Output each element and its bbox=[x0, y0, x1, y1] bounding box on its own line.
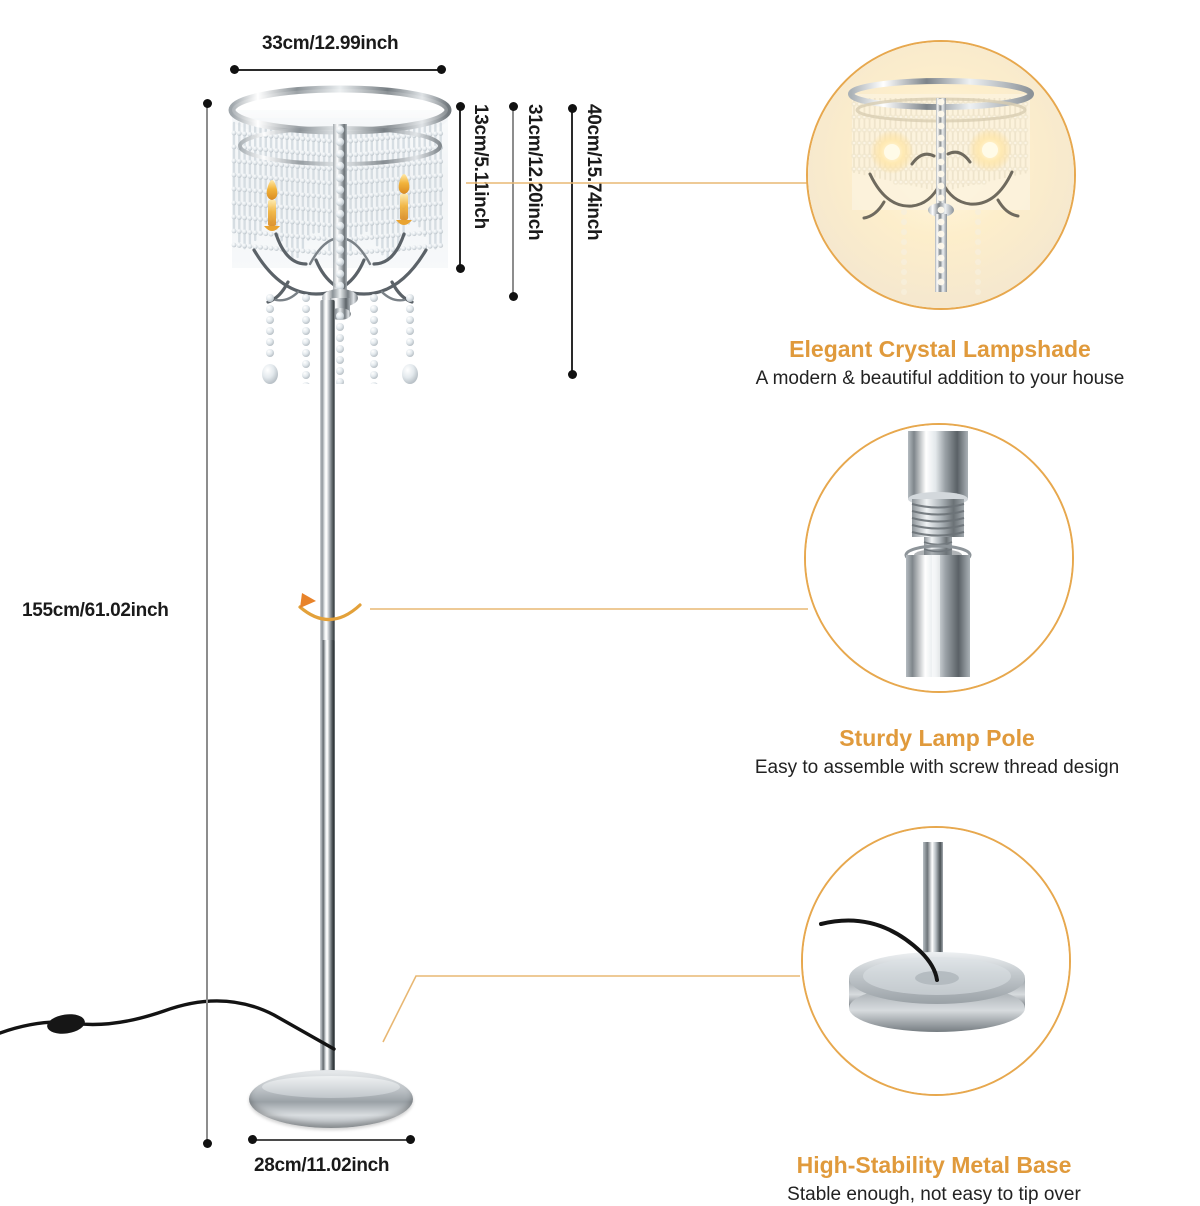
dim-base-width-line bbox=[252, 1139, 412, 1141]
dim-base-width-label: 28cm/11.02inch bbox=[254, 1155, 390, 1176]
rotation-arrow-icon bbox=[298, 593, 362, 622]
lit-lampshade-closeup bbox=[808, 42, 1074, 308]
dim-shade-total-line bbox=[571, 108, 573, 374]
callout-subtitle-base: Stable enough, not easy to tip over bbox=[787, 1184, 1081, 1205]
pole-screw-thread-closeup bbox=[806, 425, 1072, 691]
dim-dot bbox=[406, 1135, 415, 1144]
callout-image-metal-base bbox=[801, 826, 1071, 1096]
callout-image-lamp-pole bbox=[804, 423, 1074, 693]
lead-line-base bbox=[382, 975, 800, 1043]
dim-dot bbox=[456, 102, 465, 111]
dim-dot bbox=[248, 1135, 257, 1144]
metal-base-closeup bbox=[803, 828, 1069, 1094]
dim-dot bbox=[509, 292, 518, 301]
dim-shade-height-label: 13cm/5.11inch bbox=[470, 104, 491, 229]
dim-dot bbox=[203, 1139, 212, 1148]
dim-dot bbox=[509, 102, 518, 111]
dim-total-height-label: 155cm/61.02inch bbox=[22, 600, 169, 621]
callout-title-lampshade: Elegant Crystal Lampshade bbox=[789, 336, 1091, 362]
dim-shade-total-label: 40cm/15.74inch bbox=[583, 104, 604, 241]
dim-dot bbox=[230, 65, 239, 74]
dim-shade-drop-label: 31cm/12.20inch bbox=[524, 104, 545, 241]
dim-shade-height-line bbox=[459, 106, 461, 268]
callout-title-pole: Sturdy Lamp Pole bbox=[839, 725, 1035, 751]
dim-dot bbox=[568, 370, 577, 379]
foot-switch-icon bbox=[47, 1014, 85, 1034]
dim-shade-width-label: 33cm/12.99inch bbox=[262, 33, 399, 54]
callout-image-crystal-lampshade bbox=[806, 40, 1076, 310]
dim-dot bbox=[437, 65, 446, 74]
dim-dot bbox=[203, 99, 212, 108]
dim-dot bbox=[568, 104, 577, 113]
crystal-lampshade-illustration bbox=[228, 85, 452, 384]
dim-total-height-line bbox=[206, 106, 208, 1144]
lamp-pole-lower bbox=[321, 640, 335, 1105]
dim-shade-width-line bbox=[234, 69, 442, 71]
callout-subtitle-pole: Easy to assemble with screw thread desig… bbox=[754, 757, 1120, 778]
callout-title-base: High-Stability Metal Base bbox=[796, 1152, 1072, 1178]
dim-dot bbox=[456, 264, 465, 273]
callout-subtitle-lampshade: A modern & beautiful addition to your ho… bbox=[755, 368, 1125, 389]
base-highlight bbox=[262, 1076, 400, 1098]
dim-shade-drop-line bbox=[512, 106, 514, 296]
power-cord bbox=[0, 999, 336, 1051]
